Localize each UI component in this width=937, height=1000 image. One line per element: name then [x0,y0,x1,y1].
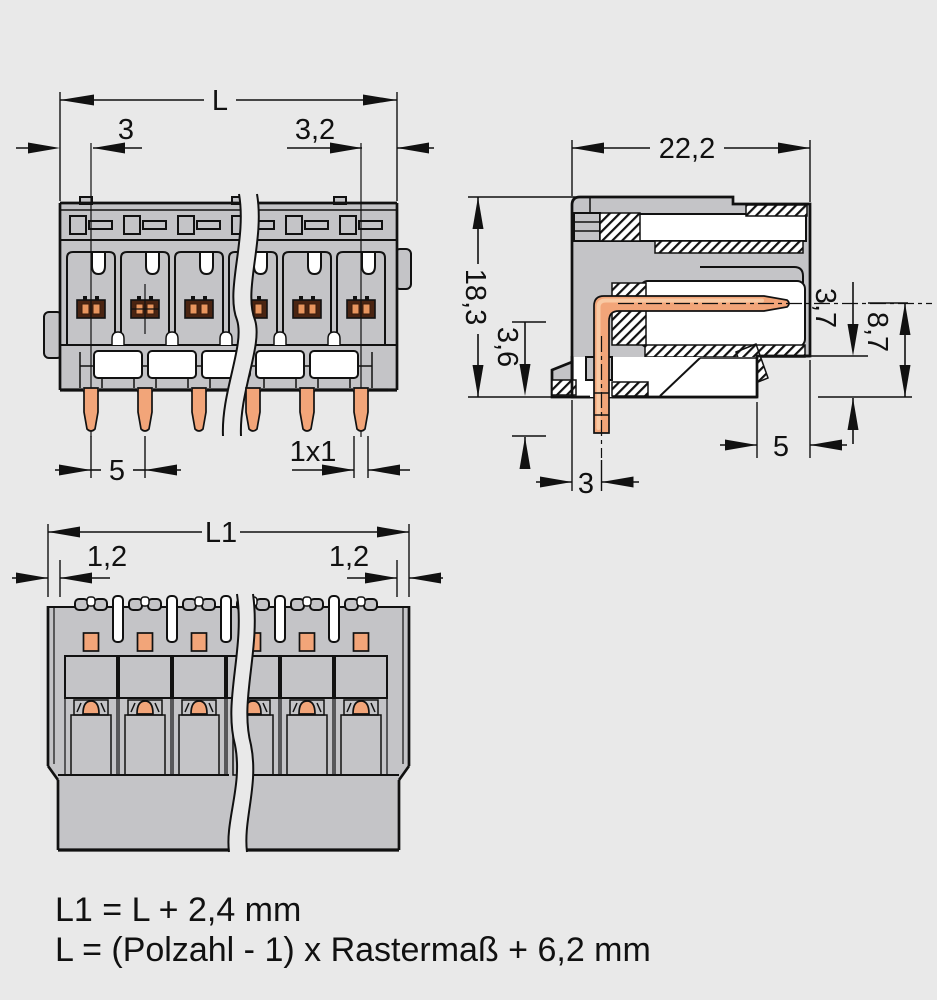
dim-bottom-margin-right: 1,2 [329,541,443,597]
dim-label-3-side: 3 [578,468,594,500]
break-lines-bottom [227,593,256,853]
dim-label-18-3: 18,3 [459,269,491,325]
latch-hatch [599,212,641,242]
bottom-view: L1 1,2 1,2 [12,517,443,853]
formula-l1: L1 = L + 2,4 mm [55,891,301,929]
dim-front-pin-offset-left: 3 [16,114,142,154]
dim-label-L: L [212,85,228,117]
dim-front-pin-offset-right: 3,2 [287,114,434,154]
dim-side-pin-offset: 3 [536,400,639,500]
dim-label-3-front: 3 [118,114,134,146]
formula-l: L = (Polzahl - 1) x Rastermaß + 6,2 mm [55,931,651,969]
dim-bottom-overall: L1 [47,517,410,597]
dim-side-step-width: 5 [720,360,847,463]
dim-label-1x1: 1x1 [290,436,337,468]
side-view: 22,2 18,3 3,6 3,7 [459,133,932,500]
dim-side-step-height: 3,7 [809,282,859,444]
dim-side-solder-pin-length: 3,6 [491,321,546,469]
dim-label-L1: L1 [205,517,237,549]
front-view: L 3 3,2 5 [16,85,434,487]
dim-side-pin-to-bottom: 8,7 [861,303,911,397]
dim-label-3-7: 3,7 [809,288,841,328]
dim-side-depth: 22,2 [571,133,811,202]
dim-label-5-side: 5 [773,431,789,463]
dim-front-pin-size: 1x1 [290,436,410,478]
dim-label-1-2-right: 1,2 [329,541,369,573]
dim-front-overall: L [59,85,398,201]
dim-bottom-margin-left: 1,2 [12,541,127,597]
dim-label-1-2-left: 1,2 [87,541,127,573]
dim-side-height: 18,3 [459,197,491,397]
break-lines [221,193,260,437]
dim-label-8-7: 8,7 [861,312,893,352]
formulas: L1 = L + 2,4 mm L = (Polzahl - 1) x Rast… [55,891,651,969]
dim-label-22-2: 22,2 [659,133,715,165]
dim-front-pitch: 5 [55,436,181,487]
dim-label-3-2: 3,2 [295,114,335,146]
dim-label-5-front: 5 [109,455,125,487]
dim-label-3-6: 3,6 [491,327,523,367]
